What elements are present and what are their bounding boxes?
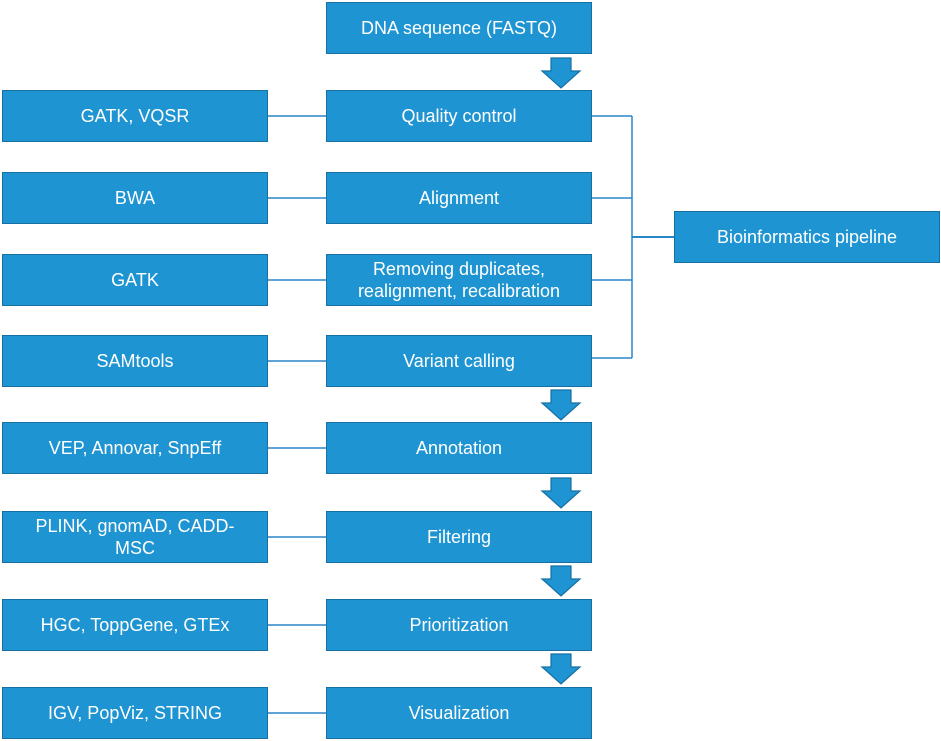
step-label: Alignment: [418, 188, 500, 208]
input-box: DNA sequence (FASTQ): [326, 2, 592, 54]
step-alignment: Alignment: [326, 172, 592, 224]
tool-filtering: PLINK, gnomAD, CADD- MSC: [2, 511, 268, 563]
tool-prioritization: HGC, ToppGene, GTEx: [2, 599, 268, 651]
pipeline-bracket: [592, 115, 633, 359]
down-arrow-icon: [540, 565, 582, 597]
tool-variant-calling: SAMtools: [2, 335, 268, 387]
tool-annotation: VEP, Annovar, SnpEff: [2, 422, 268, 474]
tool-removing-duplicates: GATK: [2, 254, 268, 306]
step-removing-duplicates: Removing duplicates, realignment, recali…: [326, 254, 592, 306]
down-arrow-icon: [540, 57, 582, 89]
down-arrow-icon: [540, 389, 582, 421]
input-label: DNA sequence (FASTQ): [360, 18, 558, 38]
tool-label: HGC, ToppGene, GTEx: [40, 615, 230, 635]
step-label: Visualization: [408, 703, 510, 723]
pipeline-box: Bioinformatics pipeline: [674, 211, 940, 263]
pipeline-label: Bioinformatics pipeline: [716, 227, 898, 247]
step-quality-control: Quality control: [326, 90, 592, 142]
tool-label: GATK: [111, 270, 159, 290]
step-label: Quality control: [401, 106, 517, 126]
step-label: Variant calling: [403, 351, 515, 371]
tool-label: IGV, PopViz, STRING: [47, 703, 223, 723]
tool-visualization: IGV, PopViz, STRING: [2, 687, 268, 739]
down-arrow-icon: [540, 653, 582, 685]
tool-quality-control: GATK, VQSR: [2, 90, 268, 142]
step-label: Prioritization: [409, 615, 509, 635]
down-arrow-icon: [540, 477, 582, 509]
step-label: Filtering: [426, 527, 492, 547]
step-filtering: Filtering: [326, 511, 592, 563]
tool-label: VEP, Annovar, SnpEff: [48, 438, 222, 458]
tool-label: BWA: [114, 188, 156, 208]
step-label: Removing duplicates, realignment, recali…: [357, 259, 561, 301]
tool-alignment: BWA: [2, 172, 268, 224]
tool-label: GATK, VQSR: [80, 106, 190, 126]
step-annotation: Annotation: [326, 422, 592, 474]
tool-label: PLINK, gnomAD, CADD- MSC: [35, 516, 235, 558]
step-variant-calling: Variant calling: [326, 335, 592, 387]
step-label: Annotation: [415, 438, 503, 458]
step-visualization: Visualization: [326, 687, 592, 739]
tool-label: SAMtools: [96, 351, 174, 371]
step-prioritization: Prioritization: [326, 599, 592, 651]
